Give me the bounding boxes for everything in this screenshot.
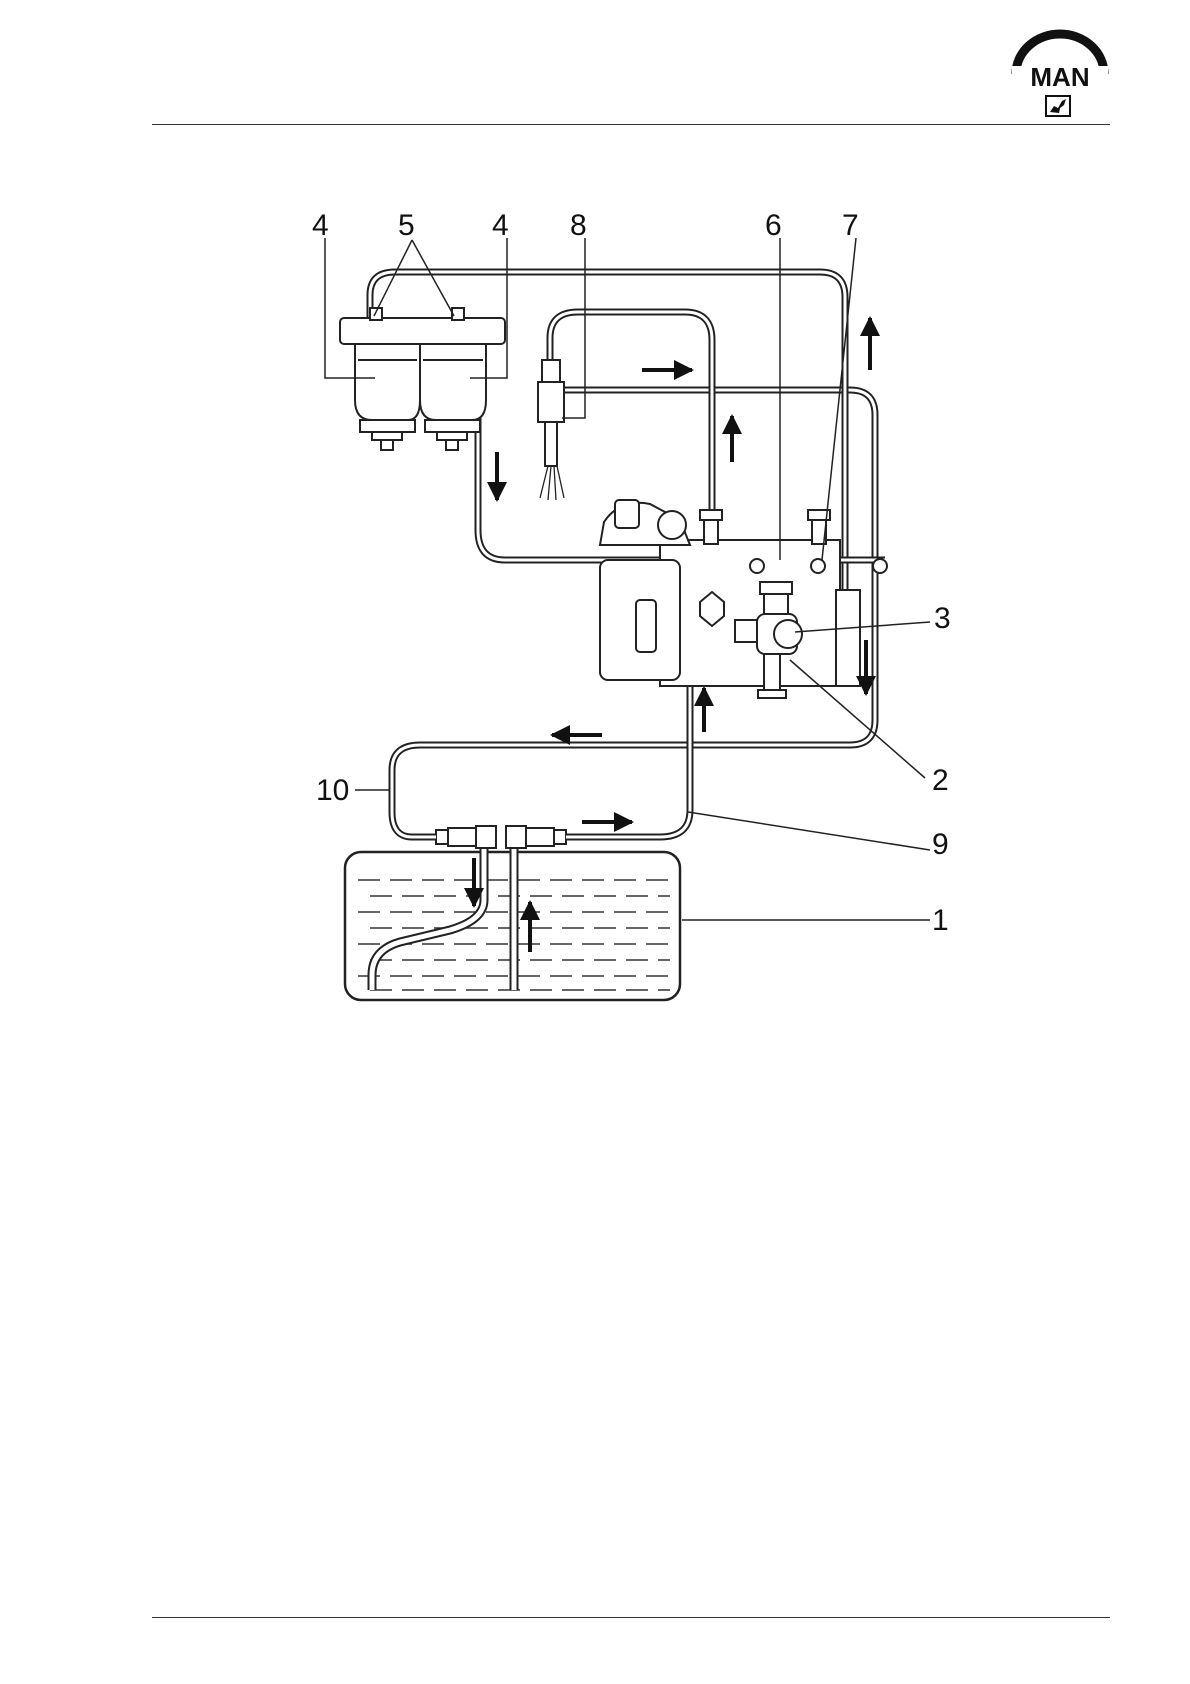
callout-8: 8: [570, 209, 587, 242]
callout-3: 3: [934, 602, 951, 635]
gallery-plug-6: [750, 559, 764, 573]
callout-1: 1: [932, 904, 949, 937]
callout-4-left: 4: [312, 209, 329, 242]
gallery-plug-7: [811, 559, 825, 573]
callout-10: 10: [316, 774, 349, 807]
callout-9: 9: [932, 828, 949, 861]
callout-2: 2: [932, 764, 949, 797]
fuel-filter-assembly: [340, 308, 505, 450]
fuel-filter-left: [355, 344, 420, 450]
callout-5: 5: [398, 209, 415, 242]
fuel-tank: [345, 838, 680, 1000]
callout-7: 7: [842, 209, 859, 242]
callout-4-right: 4: [492, 209, 509, 242]
tank-fittings: [436, 826, 566, 848]
callout-6: 6: [765, 209, 782, 242]
